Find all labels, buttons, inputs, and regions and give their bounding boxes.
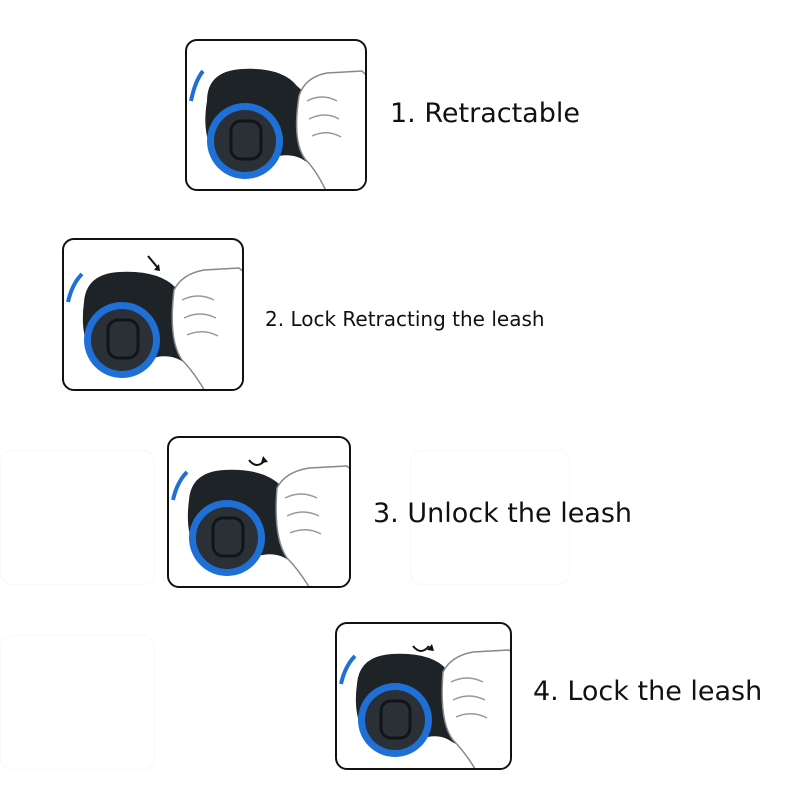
leash-handle-icon xyxy=(189,68,365,189)
step-3-label: 3. Unlock the leash xyxy=(373,498,633,529)
rotate-counterclockwise-icon xyxy=(412,644,434,652)
step-3-illustration xyxy=(167,436,351,588)
leash-handle-icon xyxy=(66,255,242,389)
step-1-label: 1. Retractable xyxy=(390,98,580,129)
step-2-label: 2. Lock Retracting the leash xyxy=(265,307,545,331)
step-4-label: 4. Lock the leash xyxy=(533,676,763,707)
step-1-illustration xyxy=(185,39,367,191)
arrow-down-right-icon xyxy=(147,255,160,271)
ghost-card-left-bottom xyxy=(0,635,155,770)
step-4-illustration xyxy=(335,622,512,770)
ghost-card-right xyxy=(410,450,570,585)
ghost-card-left-top xyxy=(0,450,155,585)
leash-handle-icon xyxy=(339,644,510,768)
leash-handle-icon xyxy=(171,456,349,586)
step-2-illustration xyxy=(62,238,244,391)
rotate-clockwise-icon xyxy=(248,456,268,466)
